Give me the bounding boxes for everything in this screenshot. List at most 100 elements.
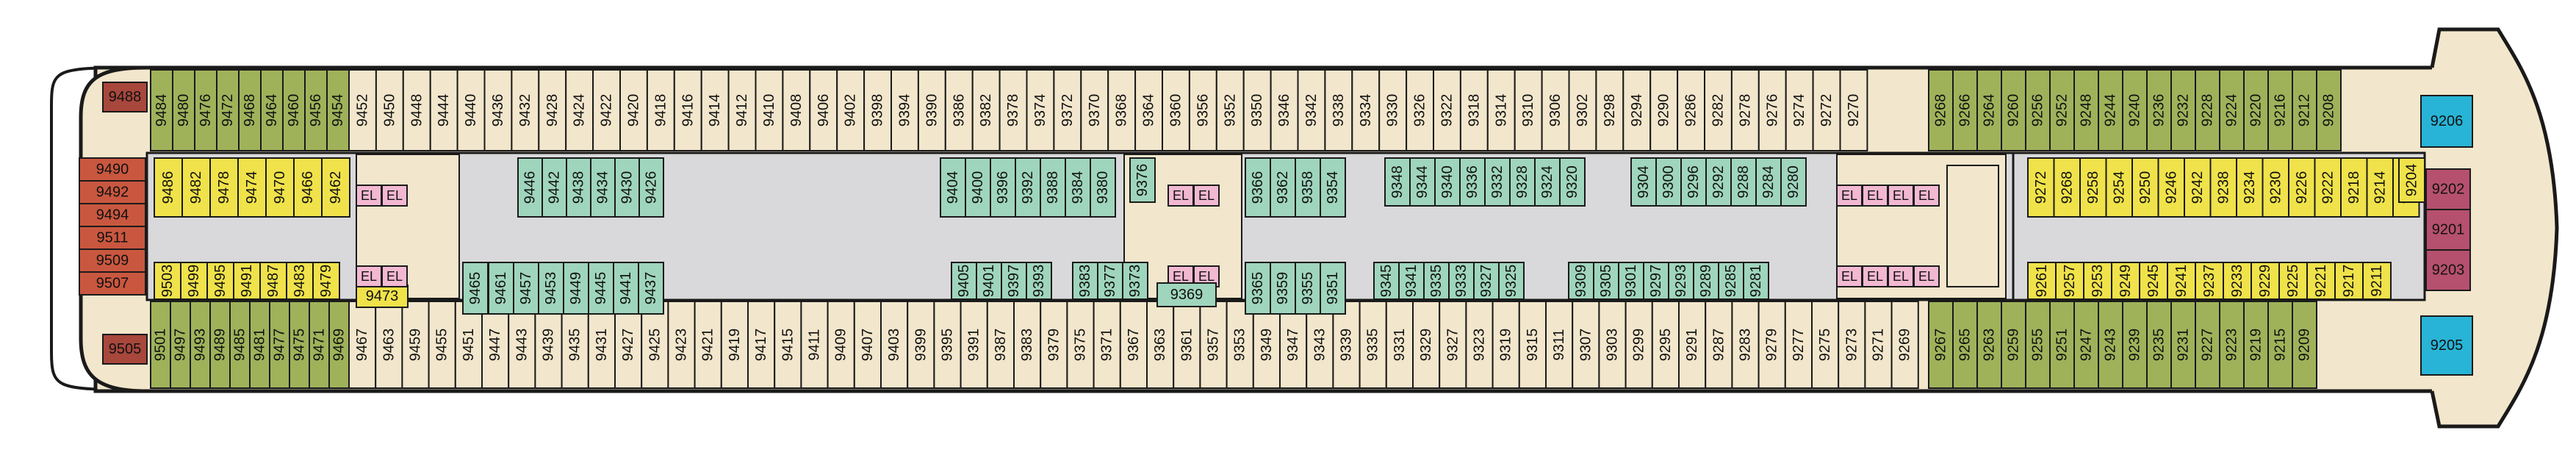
- cabin[interactable]: 9403: [880, 301, 909, 389]
- cabin[interactable]: 9290: [1649, 69, 1679, 151]
- cabin[interactable]: 9435: [561, 301, 589, 389]
- cabin[interactable]: 9280: [1780, 157, 1807, 207]
- cabin[interactable]: 9220: [2243, 69, 2269, 151]
- cabin[interactable]: 9466: [293, 157, 323, 218]
- cabin[interactable]: 9354: [1320, 157, 1346, 218]
- cabin[interactable]: 9283: [1731, 301, 1760, 389]
- cabin[interactable]: 9259: [2001, 301, 2026, 389]
- cabin[interactable]: 9363: [1146, 301, 1175, 389]
- cabin[interactable]: 9412: [727, 69, 757, 151]
- cabin[interactable]: 9241: [2167, 262, 2196, 300]
- cabin[interactable]: 9292: [1705, 157, 1732, 207]
- cabin[interactable]: 9238: [2209, 157, 2237, 218]
- cabin[interactable]: 9281: [1743, 262, 1769, 300]
- cabin[interactable]: 9414: [700, 69, 730, 151]
- cabin[interactable]: 9399: [907, 301, 935, 389]
- cabin[interactable]: 9417: [747, 301, 776, 389]
- cabin[interactable]: 9398: [863, 69, 892, 151]
- cabin[interactable]: 9359: [1270, 262, 1296, 315]
- cabin[interactable]: 9457: [513, 262, 539, 315]
- cabin[interactable]: 9377: [1097, 262, 1123, 300]
- cabin[interactable]: 9202: [2425, 168, 2471, 210]
- cabin[interactable]: 9240: [2122, 69, 2148, 151]
- cabin[interactable]: 9355: [1295, 262, 1321, 315]
- cabin[interactable]: 9405: [951, 262, 977, 300]
- cabin[interactable]: EL: [1168, 185, 1194, 207]
- cabin[interactable]: 9333: [1448, 262, 1475, 300]
- cabin[interactable]: 9332: [1484, 157, 1511, 207]
- cabin[interactable]: 9303: [1598, 301, 1627, 389]
- cabin[interactable]: 9325: [1498, 262, 1525, 300]
- cabin[interactable]: 9335: [1423, 262, 1450, 300]
- cabin[interactable]: 9348: [1384, 157, 1411, 207]
- cabin[interactable]: 9244: [2098, 69, 2123, 151]
- cabin[interactable]: 9318: [1459, 69, 1489, 151]
- cabin[interactable]: 9509: [79, 248, 146, 273]
- cabin[interactable]: 9382: [971, 69, 1001, 151]
- cabin[interactable]: 9322: [1433, 69, 1461, 151]
- cabin[interactable]: 9255: [2025, 301, 2051, 389]
- cabin[interactable]: 9323: [1465, 301, 1494, 389]
- cabin[interactable]: 9486: [154, 157, 183, 218]
- cabin[interactable]: 9511: [79, 226, 146, 250]
- cabin[interactable]: 9299: [1625, 301, 1653, 389]
- cabin[interactable]: EL: [356, 185, 382, 207]
- cabin[interactable]: 9388: [1040, 157, 1066, 218]
- cabin[interactable]: 9289: [1693, 262, 1719, 300]
- cabin[interactable]: 9326: [1406, 69, 1434, 151]
- cabin[interactable]: 9483: [286, 262, 314, 300]
- cabin[interactable]: 9223: [2219, 301, 2245, 389]
- cabin[interactable]: 9365: [1245, 262, 1271, 315]
- cabin[interactable]: 9387: [986, 301, 1015, 389]
- cabin[interactable]: 9362: [1270, 157, 1296, 218]
- cabin[interactable]: 9490: [79, 157, 146, 182]
- cabin[interactable]: 9300: [1655, 157, 1682, 207]
- cabin[interactable]: 9242: [2184, 157, 2212, 218]
- cabin[interactable]: 9219: [2243, 301, 2269, 389]
- cabin[interactable]: 9249: [2111, 262, 2140, 300]
- cabin[interactable]: 9286: [1677, 69, 1706, 151]
- cabin[interactable]: 9357: [1199, 301, 1228, 389]
- cabin[interactable]: 9301: [1618, 262, 1644, 300]
- cabin[interactable]: 9410: [755, 69, 784, 151]
- cabin[interactable]: 9475: [289, 301, 310, 389]
- cabin[interactable]: 9395: [933, 301, 962, 389]
- cabin[interactable]: 9481: [249, 301, 270, 389]
- cabin[interactable]: 9428: [538, 69, 567, 151]
- cabin[interactable]: 9304: [1630, 157, 1657, 207]
- cabin[interactable]: 9225: [2278, 262, 2308, 300]
- cabin[interactable]: 9507: [79, 271, 146, 296]
- cabin[interactable]: 9499: [180, 262, 208, 300]
- cabin[interactable]: EL: [1193, 185, 1220, 207]
- cabin[interactable]: 9232: [2170, 69, 2196, 151]
- cabin[interactable]: 9497: [170, 301, 191, 389]
- cabin[interactable]: 9226: [2288, 157, 2316, 218]
- cabin[interactable]: 9454: [326, 69, 350, 151]
- cabin[interactable]: 9386: [944, 69, 974, 151]
- cabin[interactable]: 9295: [1651, 301, 1680, 389]
- cabin[interactable]: 9274: [1785, 69, 1814, 151]
- cabin[interactable]: 9344: [1409, 157, 1436, 207]
- cabin[interactable]: 9285: [1718, 262, 1744, 300]
- cabin[interactable]: 9493: [190, 301, 211, 389]
- cabin[interactable]: 9391: [960, 301, 988, 389]
- cabin[interactable]: 9442: [542, 157, 567, 218]
- cabin[interactable]: 9384: [1065, 157, 1091, 218]
- cabin[interactable]: 9345: [1373, 262, 1400, 300]
- cabin[interactable]: 9361: [1173, 301, 1201, 389]
- cabin[interactable]: 9421: [694, 301, 722, 389]
- cabin[interactable]: 9419: [720, 301, 749, 389]
- cabin[interactable]: 9268: [2053, 157, 2081, 218]
- cabin[interactable]: 9424: [565, 69, 594, 151]
- cabin[interactable]: 9215: [2267, 301, 2293, 389]
- cabin[interactable]: 9427: [614, 301, 643, 389]
- cabin[interactable]: 9505: [102, 334, 148, 365]
- cabin[interactable]: EL: [1888, 265, 1914, 287]
- cabin[interactable]: 9383: [1013, 301, 1042, 389]
- cabin[interactable]: 9246: [2157, 157, 2185, 218]
- cabin[interactable]: 9227: [2195, 301, 2220, 389]
- cabin[interactable]: 9407: [853, 301, 882, 389]
- cabin[interactable]: 9309: [1568, 262, 1594, 300]
- cabin[interactable]: 9436: [483, 69, 513, 151]
- cabin[interactable]: 9224: [2219, 69, 2245, 151]
